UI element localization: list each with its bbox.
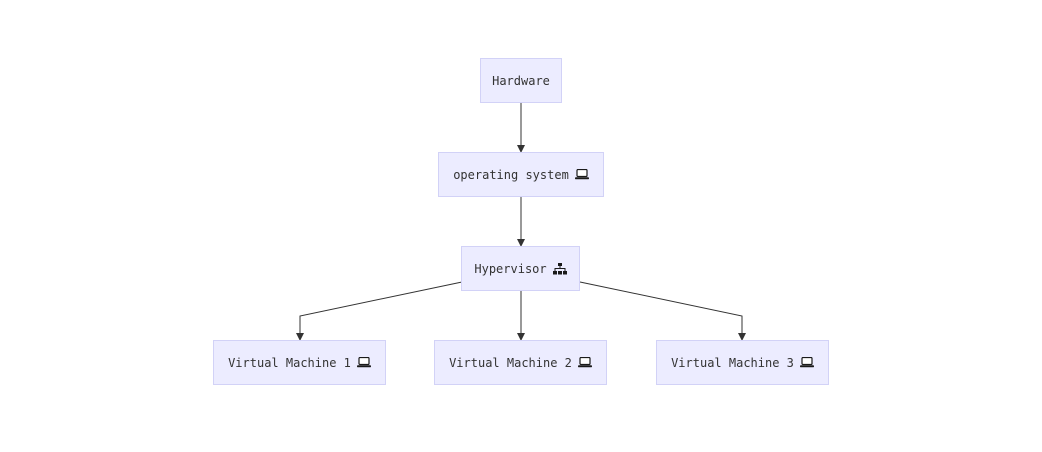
laptop-icon xyxy=(356,357,371,368)
laptop-icon xyxy=(574,169,589,180)
node-virtual-machine-2-label: Virtual Machine 2 xyxy=(449,355,572,370)
edge-hypervisor-to-vm1 xyxy=(296,281,463,341)
node-operating-system[interactable]: operating system xyxy=(438,152,604,197)
node-hardware-label: Hardware xyxy=(492,73,550,88)
node-virtual-machine-1-label: Virtual Machine 1 xyxy=(228,355,351,370)
node-virtual-machine-1[interactable]: Virtual Machine 1 xyxy=(213,340,386,385)
node-virtual-machine-3[interactable]: Virtual Machine 3 xyxy=(656,340,829,385)
node-virtual-machine-3-label: Virtual Machine 3 xyxy=(671,355,794,370)
node-hypervisor[interactable]: Hypervisor xyxy=(461,246,580,291)
node-operating-system-label: operating system xyxy=(453,167,569,182)
sitemap-icon xyxy=(552,262,567,275)
node-virtual-machine-2[interactable]: Virtual Machine 2 xyxy=(434,340,607,385)
node-hardware[interactable]: Hardware xyxy=(480,58,562,103)
node-hypervisor-label: Hypervisor xyxy=(474,261,547,276)
laptop-icon xyxy=(799,357,814,368)
edge-hypervisor-to-vm3 xyxy=(579,281,746,341)
laptop-icon xyxy=(577,357,592,368)
